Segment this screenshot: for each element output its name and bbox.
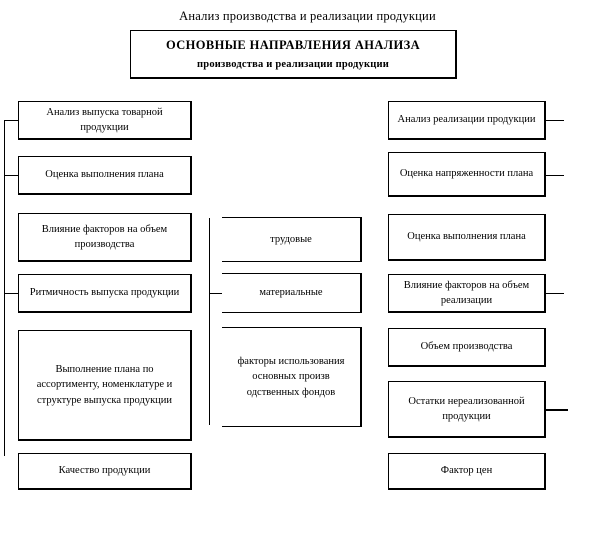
middle-branch-spine	[209, 218, 210, 425]
right-node-2-label: Оценка напряженности плана	[399, 168, 534, 180]
right-connector-stub-1	[546, 120, 564, 121]
right-node-7[interactable]: Фактор цен	[388, 453, 546, 490]
right-node-5-label: Объем производства	[420, 341, 513, 353]
right-node-6[interactable]: Остатки нереализованной продукции	[388, 381, 546, 438]
right-connector-stub-6	[546, 409, 568, 411]
left-node-5-label: Выполнение плана по ассортименту, номенк…	[36, 364, 173, 406]
right-node-1[interactable]: Анализ реализации продукции	[388, 101, 546, 140]
right-node-3[interactable]: Оценка выполнения плана	[388, 214, 546, 261]
right-node-5[interactable]: Объем производства	[388, 328, 546, 367]
left-connector-stub-2	[4, 175, 18, 176]
right-node-4-label: Влияние факторов на объем реализации	[403, 279, 530, 306]
left-node-2-label: Оценка выполнения плана	[45, 169, 164, 181]
page-title: Анализ производства и реализации продукц…	[179, 9, 436, 23]
left-branch-spine	[4, 120, 5, 456]
left-connector-stub-1	[4, 120, 18, 121]
right-connector-stub-4	[546, 293, 564, 294]
middle-node-1-label: трудовые	[270, 233, 312, 245]
header-box: ОСНОВНЫЕ НАПРАВЛЕНИЯ АНАЛИЗА производств…	[130, 30, 457, 79]
right-node-1-label: Анализ реализации продукции	[397, 114, 536, 126]
left-node-6-label: Качество продукции	[58, 465, 151, 477]
right-node-2[interactable]: Оценка напряженности плана	[388, 152, 546, 197]
middle-node-3-label: факторы использования основных произв од…	[237, 356, 345, 398]
middle-node-1[interactable]: трудовые	[222, 217, 362, 262]
right-node-3-label: Оценка выполнения плана	[407, 231, 526, 243]
left-node-3[interactable]: Влияние факторов на объем производства	[18, 213, 192, 262]
middle-node-2[interactable]: материальные	[222, 273, 362, 313]
left-node-3-label: Влияние факторов на объем производства	[41, 223, 168, 250]
left-node-2[interactable]: Оценка выполнения плана	[18, 156, 192, 195]
left-node-6[interactable]: Качество продукции	[18, 453, 192, 490]
left-node-4-label: Ритмичность выпуска продукции	[29, 287, 180, 299]
left-node-1[interactable]: Анализ выпуска товарной продукции	[18, 101, 192, 140]
middle-connector-stub-2	[209, 293, 222, 294]
header-title-line1: ОСНОВНЫЕ НАПРАВЛЕНИЯ АНАЛИЗА	[165, 38, 421, 52]
left-node-1-label: Анализ выпуска товарной продукции	[46, 106, 163, 133]
left-node-4[interactable]: Ритмичность выпуска продукции	[18, 274, 192, 313]
left-node-5[interactable]: Выполнение плана по ассортименту, номенк…	[18, 330, 192, 441]
right-node-4[interactable]: Влияние факторов на объем реализации	[388, 274, 546, 313]
right-node-7-label: Фактор цен	[440, 465, 493, 477]
middle-node-3[interactable]: факторы использования основных произв од…	[222, 327, 362, 427]
header-title-line2: производства и реализации продукции	[197, 59, 389, 70]
middle-node-2-label: материальные	[259, 287, 323, 299]
right-node-6-label: Остатки нереализованной продукции	[408, 395, 525, 422]
right-connector-stub-2	[546, 175, 564, 176]
left-connector-stub-4	[4, 293, 18, 294]
